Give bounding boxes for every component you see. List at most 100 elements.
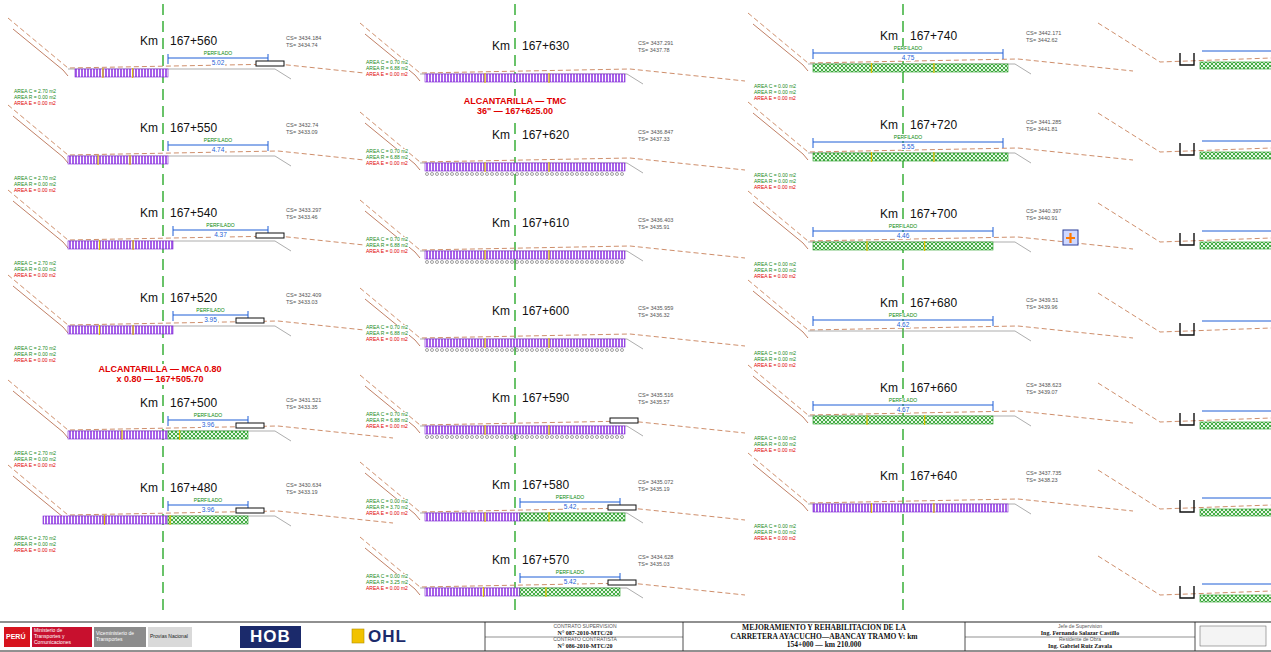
drawing-part <box>352 629 364 643</box>
ditch <box>1180 586 1194 598</box>
cut-slope <box>13 391 68 438</box>
drain-dot <box>531 173 534 176</box>
cut-slope <box>365 299 420 346</box>
ditch <box>1180 323 1194 335</box>
drain-dot <box>491 436 494 439</box>
road-template <box>808 64 1031 74</box>
yellow-marks <box>485 162 549 172</box>
drain-dot <box>571 261 574 264</box>
cross-section <box>748 453 1133 514</box>
level-value: TS= 3435.19 <box>637 486 671 492</box>
road-template <box>808 153 1031 163</box>
yellow-mark <box>484 512 485 522</box>
level-value: CS= 3434.628 <box>637 554 674 560</box>
drain-dot <box>571 173 574 176</box>
level-value: TS= 3433.03 <box>285 299 319 305</box>
fill-band <box>168 516 248 524</box>
drain-dot <box>441 173 444 176</box>
cross-section <box>1098 383 1271 429</box>
drawing-part <box>0 651 1271 652</box>
drain-dot <box>446 173 449 176</box>
station-prefix: Km <box>879 30 899 44</box>
road-template <box>68 156 291 166</box>
width-tick <box>268 141 269 151</box>
drain-dot <box>431 173 434 176</box>
width-bar <box>1202 411 1271 412</box>
area-value: AREA R = 0.00 m2 <box>13 267 57 273</box>
cut-slope <box>13 116 68 163</box>
cross-section <box>360 23 745 84</box>
station-prefix: Km <box>139 122 159 136</box>
yellow-mark <box>170 515 171 525</box>
area-value: AREA C = 2.70 m2 <box>13 176 57 182</box>
drawing-part <box>683 622 684 651</box>
drain-dot <box>581 349 584 352</box>
drain-dot <box>526 261 529 264</box>
drain-dot <box>541 261 544 264</box>
ditch <box>1180 500 1194 512</box>
finish-note: PERFILADO <box>205 223 235 229</box>
drain-dot <box>471 261 474 264</box>
drain-dot <box>436 261 439 264</box>
drain-dot <box>496 436 499 439</box>
area-value: AREA R = 6.88 m2 <box>365 155 409 161</box>
station-number: 167+640 <box>909 470 958 484</box>
area-value: AREA R = 0.00 m2 <box>13 542 57 548</box>
level-value: CS= 3438.623 <box>1025 382 1062 388</box>
drawing-part <box>0 621 1271 622</box>
station-number: 167+720 <box>909 119 958 133</box>
drain-dot <box>561 261 564 264</box>
drain-dot <box>516 436 519 439</box>
drain-dot <box>561 436 564 439</box>
level-value: CS= 3437.735 <box>1025 470 1062 476</box>
supervisor-logo: HOB <box>240 626 301 648</box>
width-dimension: 5.02 <box>211 59 226 66</box>
width-dimension: 4.37 <box>213 231 228 238</box>
terrain-line <box>1098 113 1271 152</box>
fill-band <box>813 153 1008 161</box>
width-tick <box>168 416 169 426</box>
drain-dot <box>601 261 604 264</box>
yellow-marks <box>485 425 549 435</box>
drain-dot <box>446 349 449 352</box>
cross-section <box>360 375 745 439</box>
station-prefix: Km <box>139 35 159 49</box>
level-value: TS= 3442.62 <box>1025 37 1059 43</box>
drawing-part <box>0 622 1271 651</box>
yellow-mark <box>121 430 122 440</box>
drain-dot <box>471 349 474 352</box>
culvert-note: ALCANTARILLA — TMC 36" — 167+625.00 <box>458 96 573 117</box>
area-value: AREA C = 0.70 m2 <box>365 149 409 155</box>
area-value: AREA R = 0.00 m2 <box>753 90 797 96</box>
fill-band <box>1200 242 1271 249</box>
drain-dot <box>426 173 429 176</box>
title-block-text: MEJORAMIENTO Y REHABILITACION DE LA CARR… <box>724 624 924 650</box>
station-prefix: Km <box>139 207 159 221</box>
contractor-logo: OHL <box>368 627 407 647</box>
yellow-mark <box>133 240 134 250</box>
drain-dot <box>506 173 509 176</box>
level-value: CS= 3442.171 <box>1025 30 1062 36</box>
drain-dot <box>576 436 579 439</box>
road-template <box>68 431 291 441</box>
drain-dot <box>591 261 594 264</box>
drain-dot <box>596 349 599 352</box>
cross-section <box>360 462 745 523</box>
cut-band <box>425 588 520 596</box>
drain-dot <box>511 173 514 176</box>
drain-dot <box>501 261 504 264</box>
area-value: AREA E = 0.00 m2 <box>753 274 797 280</box>
yellow-marks <box>867 415 925 425</box>
drain-dot <box>546 436 549 439</box>
terrain-line <box>748 102 1133 160</box>
area-value: AREA R = 6.88 m2 <box>365 66 409 72</box>
terrain-line <box>360 288 745 346</box>
area-value: AREA C = 2.70 m2 <box>13 536 57 542</box>
cut-band <box>68 431 168 439</box>
drain-dot <box>491 349 494 352</box>
area-value: AREA R = 0.00 m2 <box>13 95 57 101</box>
width-bar <box>1202 51 1271 52</box>
drain-dot <box>521 436 524 439</box>
drawing-part <box>1195 622 1196 651</box>
drain-dot <box>546 173 549 176</box>
